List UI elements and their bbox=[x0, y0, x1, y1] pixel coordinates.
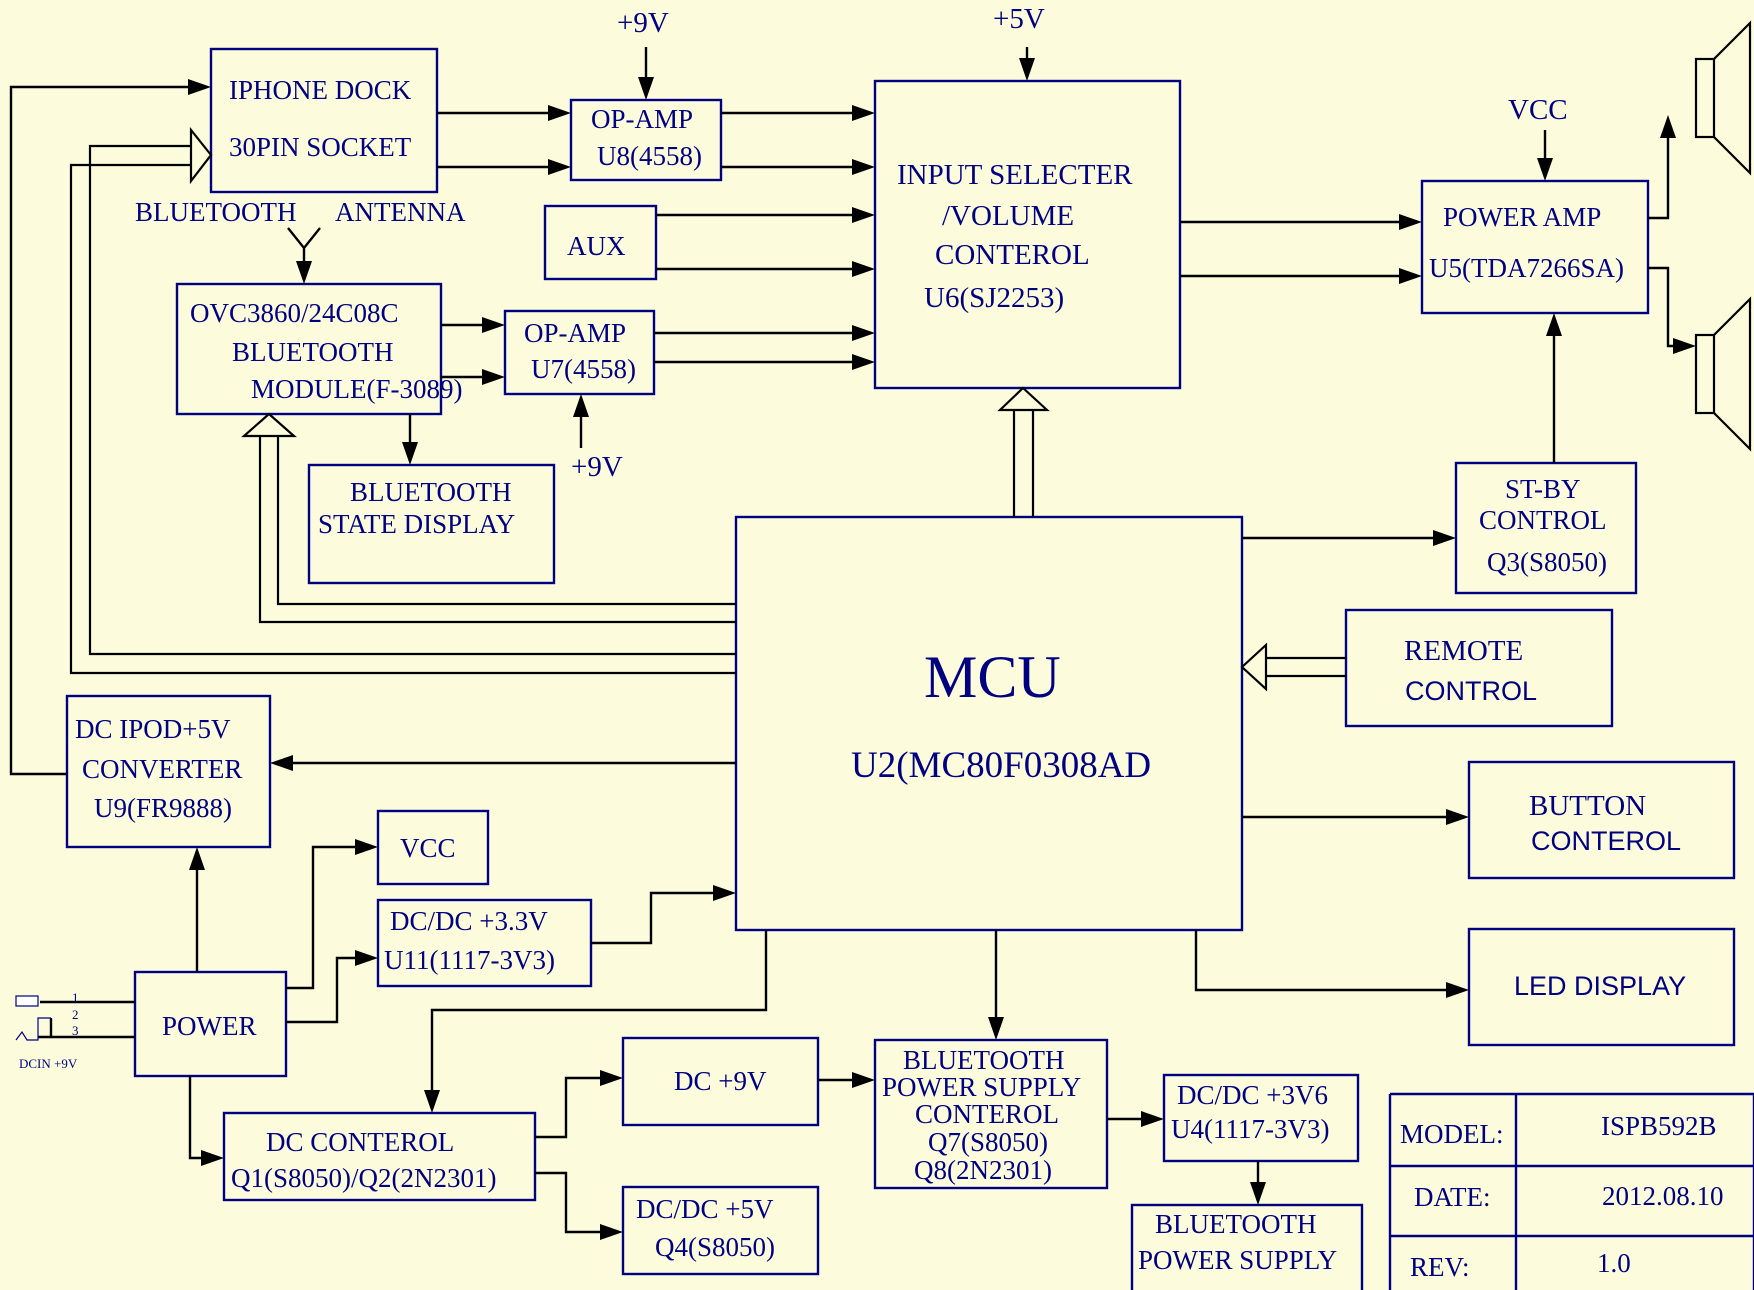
iphone-dock-block bbox=[209, 47, 439, 194]
u8-line1: OP-AMP bbox=[591, 104, 693, 134]
dc-control-line1: DC CONTEROL bbox=[266, 1127, 454, 1157]
dc-ipod-block bbox=[65, 694, 272, 849]
dcdc3v6-block bbox=[1162, 1073, 1360, 1163]
model-label: MODEL: bbox=[1400, 1119, 1504, 1149]
power-block bbox=[133, 970, 288, 1078]
selector-line3: CONTEROL bbox=[935, 239, 1090, 271]
mcu-part: U2(MC80F0308AD bbox=[851, 745, 1151, 786]
bt-ps-control-line2: POWER SUPPLY bbox=[882, 1072, 1081, 1102]
dcin-pin1: 1 bbox=[72, 990, 79, 1005]
led-label: LED DISPLAY bbox=[1514, 971, 1686, 1001]
power-amp-supply-label: VCC bbox=[1508, 94, 1568, 126]
u7-supply-label: +9V bbox=[571, 451, 623, 483]
remote-line2: CONTROL bbox=[1405, 676, 1537, 706]
power-amp-line1: POWER AMP bbox=[1443, 202, 1601, 232]
u8-supply-label: +9V bbox=[617, 7, 669, 39]
bt-ps-line1: BLUETOOTH bbox=[1155, 1209, 1317, 1239]
blocks bbox=[65, 47, 1736, 1290]
selector-line2: /VOLUME bbox=[942, 200, 1074, 232]
rev-value: 1.0 bbox=[1597, 1248, 1631, 1278]
selector-line4: U6(SJ2253) bbox=[924, 282, 1064, 314]
led-block bbox=[1467, 927, 1736, 1047]
mcu-title: MCU bbox=[924, 644, 1061, 710]
bt-display-line1: BLUETOOTH bbox=[350, 477, 512, 507]
dcdc3v6-line2: U4(1117-3V3) bbox=[1171, 1114, 1329, 1144]
aux-block bbox=[543, 204, 658, 281]
rev-label: REV: bbox=[1410, 1252, 1470, 1282]
u8-line2: U8(4558) bbox=[597, 141, 702, 171]
bt-module-line1: OVC3860/24C08C bbox=[190, 298, 399, 328]
power-amp-line2: U5(TDA7266SA) bbox=[1429, 253, 1624, 283]
vcc-block bbox=[376, 809, 490, 886]
bt-ps-control-line5: Q8(2N2301) bbox=[914, 1155, 1052, 1185]
dcdc5-line2: Q4(S8050) bbox=[655, 1232, 775, 1262]
speaker-top-icon bbox=[1694, 20, 1752, 176]
input-selector-block bbox=[873, 79, 1182, 390]
standby-line1: ST-BY bbox=[1505, 474, 1581, 504]
button-line1: BUTTON bbox=[1529, 790, 1646, 822]
button-line2: CONTEROL bbox=[1531, 826, 1681, 856]
selector-line1: INPUT SELECTER bbox=[897, 159, 1133, 191]
standby-block bbox=[1454, 461, 1638, 595]
dc-ipod-line3: U9(FR9888) bbox=[94, 793, 232, 823]
dc9-label: DC +9V bbox=[674, 1066, 767, 1096]
dc-jack-icon: 1 2 3 DCIN +9V bbox=[15, 990, 79, 1071]
power-amp-block bbox=[1420, 179, 1650, 315]
aux-label: AUX bbox=[567, 231, 626, 261]
dc9-block bbox=[621, 1036, 820, 1127]
u7-line1: OP-AMP bbox=[524, 318, 626, 348]
bt-ps-block bbox=[1130, 1203, 1364, 1290]
selector-supply-label: +5V bbox=[993, 3, 1045, 35]
opamp-u7-block bbox=[503, 309, 656, 396]
bt-module-line2: BLUETOOTH bbox=[232, 337, 394, 367]
bt-ps-control-line1: BLUETOOTH bbox=[903, 1045, 1065, 1075]
dcdc5-block bbox=[621, 1185, 820, 1276]
bt-display-line2: STATE DISPLAY bbox=[318, 509, 515, 539]
antenna-left-label: BLUETOOTH bbox=[135, 197, 297, 227]
date-value: 2012.08.10 bbox=[1602, 1181, 1724, 1211]
bt-module-line3: MODULE(F-3089) bbox=[251, 374, 462, 404]
antenna-right-label: ANTENNA bbox=[335, 197, 466, 227]
bt-ps-control-block bbox=[873, 1038, 1109, 1190]
title-block: MODEL: ISPB592B DATE: 2012.08.10 REV: 1.… bbox=[1388, 1092, 1754, 1290]
dc-ipod-line1: DC IPOD+5V bbox=[75, 714, 231, 744]
dock-line1: IPHONE DOCK bbox=[229, 75, 412, 105]
u7-line2: U7(4558) bbox=[531, 354, 636, 384]
bt-ps-control-line4: Q7(S8050) bbox=[928, 1127, 1048, 1157]
dc-ipod-line2: CONVERTER bbox=[82, 754, 242, 784]
power-label: POWER bbox=[162, 1011, 257, 1041]
remote-block bbox=[1344, 608, 1614, 728]
dcdc33-line1: DC/DC +3.3V bbox=[390, 906, 548, 936]
dc-control-block bbox=[222, 1111, 537, 1202]
standby-line2: CONTROL bbox=[1479, 505, 1607, 535]
dcin-pin3: 3 bbox=[72, 1023, 79, 1038]
dcdc3v6-line1: DC/DC +3V6 bbox=[1177, 1080, 1328, 1110]
dock-line2: 30PIN SOCKET bbox=[229, 132, 412, 162]
bt-display-block bbox=[307, 463, 556, 585]
vcc-box-label: VCC bbox=[400, 833, 456, 863]
connections bbox=[9, 47, 1696, 1240]
dcin-pin2: 2 bbox=[72, 1007, 79, 1022]
dcin-label: DCIN +9V bbox=[19, 1056, 78, 1071]
standby-line3: Q3(S8050) bbox=[1487, 547, 1607, 577]
mcu-block bbox=[734, 515, 1244, 932]
button-block bbox=[1467, 760, 1736, 880]
speaker-bottom-icon bbox=[1694, 296, 1752, 452]
dcdc33-line2: U11(1117-3V3) bbox=[384, 945, 555, 975]
remote-line1: REMOTE bbox=[1404, 635, 1523, 667]
bt-module-block bbox=[175, 282, 443, 416]
bt-ps-control-line3: CONTEROL bbox=[915, 1099, 1059, 1129]
dc-control-line2: Q1(S8050)/Q2(2N2301) bbox=[231, 1163, 496, 1193]
dcdc5-line1: DC/DC +5V bbox=[636, 1194, 774, 1224]
model-value: ISPB592B bbox=[1601, 1111, 1717, 1141]
date-label: DATE: bbox=[1414, 1182, 1491, 1212]
bt-ps-line2: POWER SUPPLY bbox=[1138, 1245, 1337, 1275]
